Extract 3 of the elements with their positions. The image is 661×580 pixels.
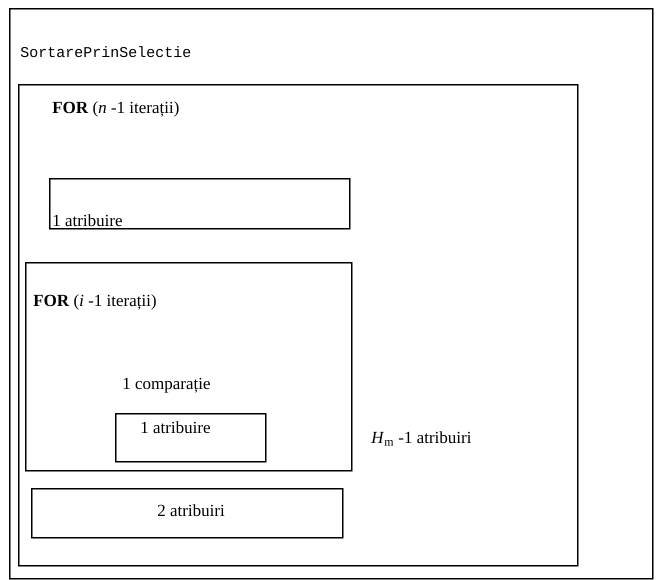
statement-box: 1 atribuire	[49, 178, 350, 230]
statement-box: 2 atribuiri	[31, 488, 344, 538]
statement-box: 1 atribuire	[115, 412, 266, 462]
